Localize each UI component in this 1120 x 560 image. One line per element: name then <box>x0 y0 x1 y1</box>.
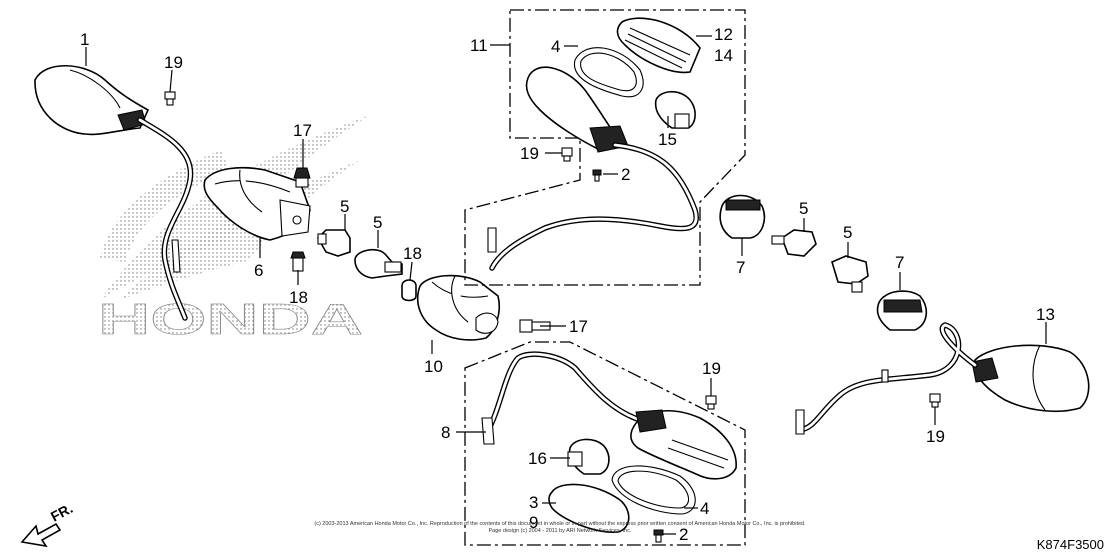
screw-2-lower[interactable] <box>653 529 664 543</box>
callout-2-b[interactable]: 2 <box>679 525 688 544</box>
right-front-winker-assembly-13[interactable] <box>795 322 1090 435</box>
socket-5-b[interactable] <box>354 248 403 279</box>
callout-11[interactable]: 11 <box>470 36 488 55</box>
callout-5-b[interactable]: 5 <box>373 213 382 232</box>
callout-12[interactable]: 12 <box>714 25 733 44</box>
winker-body-lower[interactable] <box>630 409 737 480</box>
socket-5-a[interactable] <box>317 229 351 257</box>
callout-19-a[interactable]: 19 <box>164 53 183 72</box>
callout-19-d[interactable]: 19 <box>702 359 721 378</box>
callout-5-d[interactable]: 5 <box>843 223 852 242</box>
socket-5-c[interactable] <box>771 229 817 257</box>
bulb-16-lower[interactable] <box>567 438 610 475</box>
callout-3[interactable]: 3 <box>529 493 538 512</box>
callout-15[interactable]: 15 <box>658 130 677 149</box>
gasket-4-lower[interactable] <box>611 465 696 515</box>
callout-5-a[interactable]: 5 <box>340 197 349 216</box>
socket-5-d[interactable] <box>831 255 869 293</box>
copyright-line-1: (c) 2003-2013 American Honda Motor Co., … <box>314 521 806 527</box>
callout-7-a[interactable]: 7 <box>736 258 745 277</box>
copyright-notice: (c) 2003-2013 American Honda Motor Co., … <box>300 521 820 535</box>
front-direction-arrow: FR. <box>20 500 75 548</box>
screw-19-lower[interactable] <box>705 395 717 410</box>
left-winker-stay-6[interactable] <box>203 166 311 241</box>
callout-6[interactable]: 6 <box>254 261 263 280</box>
gasket-4-upper[interactable] <box>574 47 644 98</box>
callout-5-c[interactable]: 5 <box>799 199 808 218</box>
bulb-15-upper[interactable] <box>654 90 696 129</box>
winker-housing-10[interactable] <box>416 274 501 341</box>
callout-9[interactable]: 9 <box>529 513 538 532</box>
screw-19-upper[interactable] <box>561 147 573 162</box>
screw-19-right[interactable] <box>929 393 941 408</box>
callout-10[interactable]: 10 <box>424 357 443 376</box>
callout-2-a[interactable]: 2 <box>621 165 630 184</box>
callout-18-b[interactable]: 18 <box>403 244 422 263</box>
callout-18-a[interactable]: 18 <box>289 288 308 307</box>
socket-7-lower[interactable] <box>876 290 928 331</box>
callout-4-a[interactable]: 4 <box>551 37 560 56</box>
diagram-code: K874F3500 <box>1036 537 1104 552</box>
callout-17-b[interactable]: 17 <box>569 317 588 336</box>
callout-16[interactable]: 16 <box>528 449 547 468</box>
socket-7-upper[interactable] <box>719 194 766 239</box>
callout-labels: 1 19 17 6 18 5 5 18 10 17 11 4 12 14 15 … <box>80 25 1055 544</box>
winker-lens-assembly-12[interactable] <box>616 17 701 74</box>
copyright-line-2: Page design (c) 2004 - 2011 by ARI Netwo… <box>488 528 632 534</box>
screw-2-upper[interactable] <box>592 169 602 182</box>
callout-7-b[interactable]: 7 <box>895 253 904 272</box>
screw-19-left[interactable] <box>164 91 176 106</box>
callout-4-b[interactable]: 4 <box>700 499 709 518</box>
callout-13[interactable]: 13 <box>1036 305 1055 324</box>
callout-14[interactable]: 14 <box>714 46 733 65</box>
bolt-18-left[interactable] <box>290 251 306 272</box>
callout-8[interactable]: 8 <box>441 423 450 442</box>
fr-label: FR. <box>48 500 75 525</box>
callout-1[interactable]: 1 <box>80 30 89 49</box>
nut-17-left[interactable] <box>293 167 311 188</box>
callout-17-a[interactable]: 17 <box>293 121 312 140</box>
left-front-winker-assembly[interactable] <box>34 64 194 321</box>
callout-19-b[interactable]: 19 <box>520 144 539 163</box>
grommet-18-center[interactable] <box>401 279 417 302</box>
honda-watermark-text: HONDA <box>98 295 363 344</box>
leader-lines <box>85 35 1047 535</box>
callout-19-c[interactable]: 19 <box>926 427 945 446</box>
